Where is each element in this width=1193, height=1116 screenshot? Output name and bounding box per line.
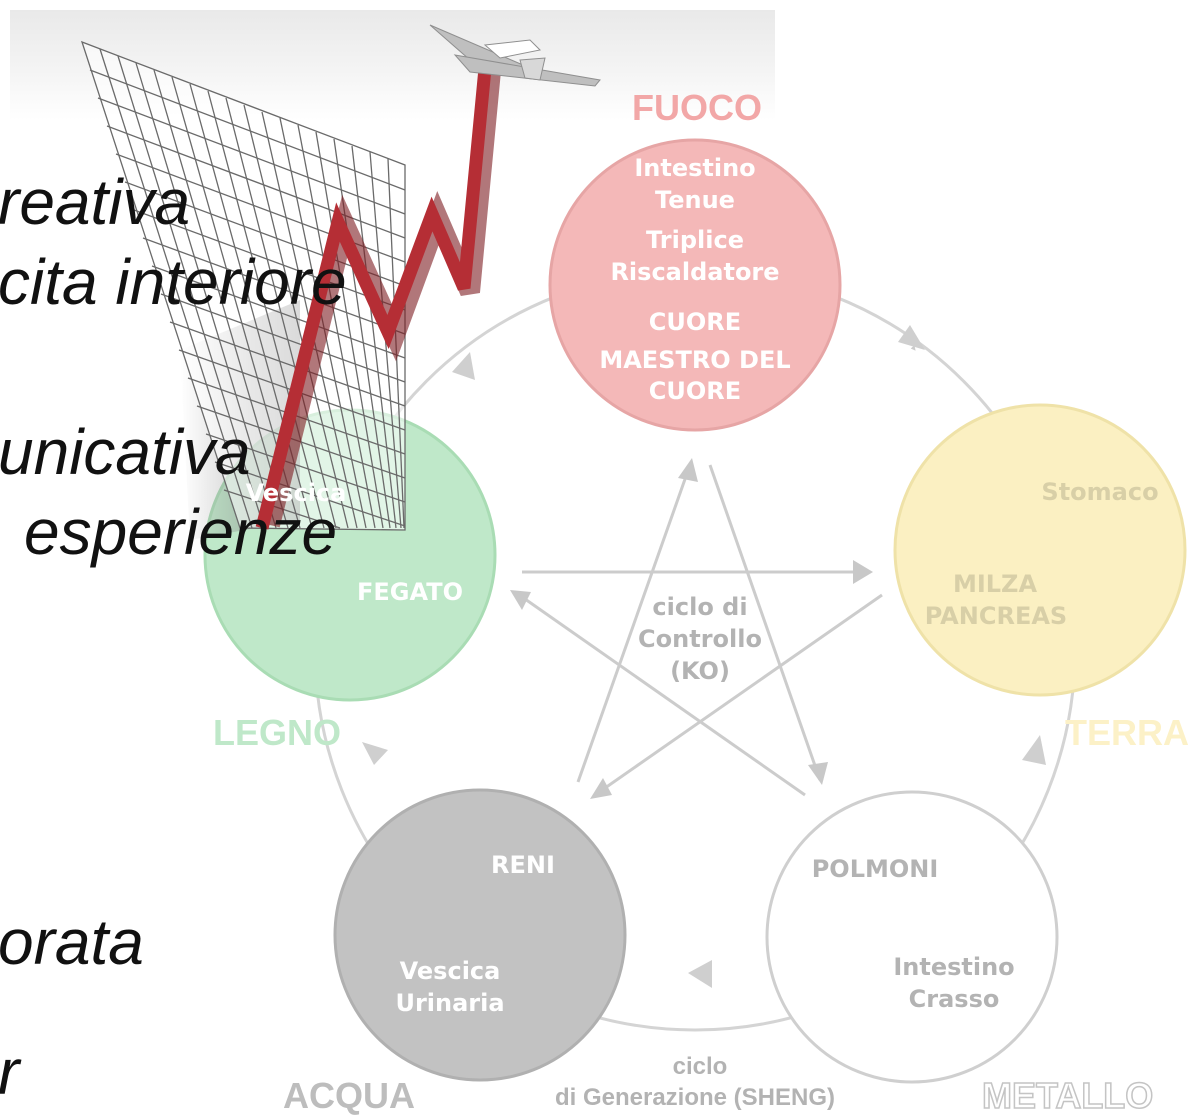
control-cycle-star (514, 464, 883, 797)
generation-cycle-label-1: ciclo (672, 1053, 728, 1080)
terra-organ-3: PANCREAS (924, 602, 1068, 630)
element-label-terra: TERRA (1065, 712, 1189, 753)
control-cycle-label-1: ciclo di (652, 593, 748, 621)
star-arrow-fuoco-metallo (708, 464, 822, 781)
fuoco-organ-6: MAESTRO DEL (599, 346, 791, 374)
star-arrow-terra-acqua (594, 593, 883, 797)
metallo-organ-1: POLMONI (811, 855, 939, 883)
control-cycle-label-3: (KO) (670, 657, 730, 685)
ring-arrowhead-2 (1022, 735, 1046, 765)
circle-terra (893, 403, 1187, 697)
side-text-line-6: r (0, 1036, 20, 1108)
star-arrowhead-2 (590, 778, 612, 799)
fuoco-organ-2: Tenue (655, 186, 735, 214)
element-label-acqua: ACQUA (283, 1075, 415, 1116)
element-label-legno: LEGNO (213, 712, 342, 753)
ring-arrowhead-1 (898, 325, 925, 350)
side-text-line-4: esperienze (24, 496, 338, 568)
legno-organ-1: Vescica (245, 479, 347, 507)
fuoco-organ-3: Triplice (646, 226, 744, 254)
acqua-organ-3: Urinaria (395, 989, 505, 1017)
circle-acqua (333, 788, 627, 1082)
side-text-line-5: orata (0, 906, 144, 978)
circle-fuoco (548, 138, 842, 432)
fuoco-organ-7: CUORE (648, 377, 742, 405)
chart-line (255, 57, 493, 530)
side-text-line-2: cita interiore (0, 246, 347, 318)
legno-organ-2: FEGATO (357, 578, 463, 606)
star-arrowhead-5 (510, 590, 531, 610)
control-cycle-label-2: Controllo (638, 625, 762, 653)
side-text-line-1: reativa (0, 166, 191, 238)
acqua-organ-1: RENI (491, 851, 555, 879)
metallo-organ-3: Crasso (908, 985, 1000, 1013)
airplane-icon (429, 24, 601, 87)
generation-cycle-label-2: di Generazione (SHENG) (554, 1084, 836, 1111)
metallo-organ-2: Intestino (893, 953, 1015, 981)
acqua-organ-2: Vescica (399, 957, 501, 985)
star-arrowhead-4 (808, 762, 828, 785)
side-text-line-3: unicativa (0, 416, 251, 488)
fuoco-organ-1: Intestino (634, 154, 756, 182)
ring-arrowhead-3 (688, 960, 712, 988)
star-arrow-acqua-fuoco (576, 464, 692, 783)
star-arrow-metallo-legno (514, 590, 806, 797)
star-arrowhead-3 (678, 458, 698, 482)
terra-organ-2: MILZA (952, 570, 1038, 598)
element-label-fuoco: FUOCO (632, 87, 762, 128)
element-label-metallo: METALLO (981, 1075, 1154, 1116)
ring-arrowhead-5 (452, 352, 475, 380)
fuoco-organ-5: CUORE (648, 308, 742, 336)
ring-arrowhead-4 (362, 742, 388, 765)
fuoco-organ-4: Riscaldatore (610, 258, 780, 286)
star-arrowhead-1 (853, 560, 873, 584)
circle-metallo (765, 790, 1059, 1084)
terra-organ-1: Stomaco (1041, 478, 1159, 506)
